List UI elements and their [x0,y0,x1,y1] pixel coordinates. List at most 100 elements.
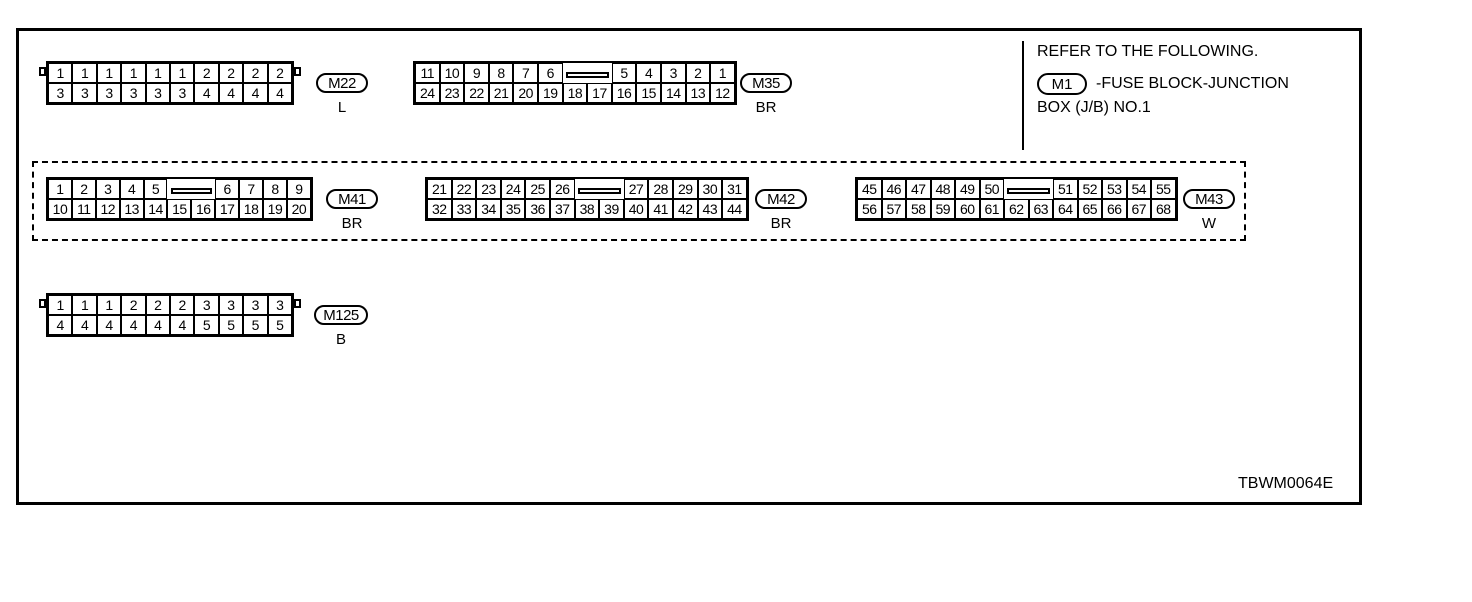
terminal-cell: 59 [930,199,955,219]
terminal-cell: 3 [72,83,97,103]
terminal-cell: 4 [243,83,268,103]
terminal-cell: 10 [48,199,72,219]
terminal-cell: 32 [427,199,452,219]
terminal-cell: 28 [648,179,673,199]
terminal-cell: 22 [464,83,489,103]
terminal-cell: 63 [1028,199,1053,219]
terminal-cell: 13 [685,83,711,103]
terminal-cell: 30 [697,179,723,199]
terminal-cell: 9 [286,179,311,199]
terminal-cell: 4 [145,315,170,335]
terminal-cell: 4 [218,83,244,103]
terminal-cell: 13 [119,199,144,219]
terminal-cell: 65 [1077,199,1102,219]
terminal-cell: 4 [169,315,195,335]
terminal-cell: 37 [549,199,575,219]
terminal-cell: 12 [95,199,120,219]
terminal-cell: 1 [48,63,73,83]
terminal-cell: 20 [513,83,538,103]
terminal-cell: 12 [710,83,735,103]
terminal-cell: 61 [979,199,1004,219]
reference-heading: REFER TO THE FOLLOWING. [1037,43,1259,60]
terminal-cell: 3 [218,295,244,315]
terminal-cell: 64 [1053,199,1078,219]
terminal-cell: 24 [415,83,440,103]
terminal-cell: 3 [194,295,219,315]
terminal-cell: 18 [239,199,264,219]
terminal-cell: 29 [672,179,698,199]
connector-lug-left [39,67,46,76]
terminal-cell: 1 [145,63,170,83]
terminal-cell: 5 [243,315,268,335]
terminal-cell: 50 [979,179,1004,199]
terminal-cell: 10 [439,63,465,83]
connector-id-badge: M22 [316,73,368,93]
terminal-cell: 38 [574,199,600,219]
terminal-cell: 4 [194,83,219,103]
connector-id-badge: M35 [740,73,792,93]
connector-id-badge: M41 [326,189,378,209]
terminal-cell: 22 [451,179,477,199]
terminal-cell: 8 [488,63,514,83]
terminal-cell: 67 [1126,199,1151,219]
terminal-cell: 1 [710,63,735,83]
terminal-cell: 53 [1102,179,1127,199]
terminal-cell: 23 [439,83,465,103]
terminal-cell: 20 [286,199,311,219]
terminal-cell: 40 [623,199,649,219]
terminal-cell: 1 [72,63,97,83]
terminal-cell: 42 [672,199,698,219]
terminal-cell: 19 [263,199,287,219]
terminal-cell: 41 [648,199,673,219]
terminal-cell: 9 [464,63,489,83]
connector-color-label: W [1201,215,1217,232]
terminal-cell: 51 [1053,179,1078,199]
terminal-cell: 19 [537,83,563,103]
terminal-cell: 43 [697,199,723,219]
terminal-cell: 4 [48,315,73,335]
connector-lock-slot [1007,188,1050,194]
terminal-cell: 3 [121,83,146,103]
terminal-cell: 1 [96,63,122,83]
connector-lug-right [294,67,301,76]
reference-line-2: BOX (J/B) NO.1 [1037,99,1151,116]
terminal-cell: 3 [96,83,122,103]
terminal-cell: 15 [636,83,661,103]
terminal-cell: 16 [611,83,637,103]
terminal-cell: 14 [660,83,686,103]
terminal-cell: 1 [48,179,72,199]
terminal-cell: 5 [194,315,219,335]
connector-lock-slot [170,188,213,194]
terminal-cell: 21 [488,83,514,103]
connector-color-label: BR [770,215,792,232]
terminal-cell: 1 [96,295,122,315]
terminal-cell: 6 [215,179,240,199]
terminal-cell: 3 [243,295,268,315]
terminal-cell: 23 [476,179,501,199]
connector-lock-slot [565,72,609,78]
terminal-cell: 66 [1102,199,1127,219]
terminal-cell: 3 [267,295,292,315]
terminal-cell: 5 [267,315,292,335]
terminal-cell: 11 [415,63,440,83]
terminal-cell: 15 [167,199,192,219]
terminal-cell: 60 [955,199,980,219]
terminal-cell: 2 [218,63,244,83]
connector-lock-slot [577,188,621,194]
figure-code: TBWM0064E [1238,475,1334,492]
terminal-cell: 27 [623,179,649,199]
terminal-cell: 39 [599,199,624,219]
terminal-cell: 48 [930,179,955,199]
reference-line-1: -FUSE BLOCK-JUNCTION [1096,75,1289,92]
terminal-cell: 1 [121,63,146,83]
terminal-cell: 1 [169,63,195,83]
terminal-cell: 3 [145,83,170,103]
terminal-cell: 1 [72,295,97,315]
terminal-cell: 3 [169,83,195,103]
terminal-cell: 62 [1004,199,1029,219]
terminal-cell: 7 [513,63,538,83]
terminal-cell: 1 [48,295,73,315]
